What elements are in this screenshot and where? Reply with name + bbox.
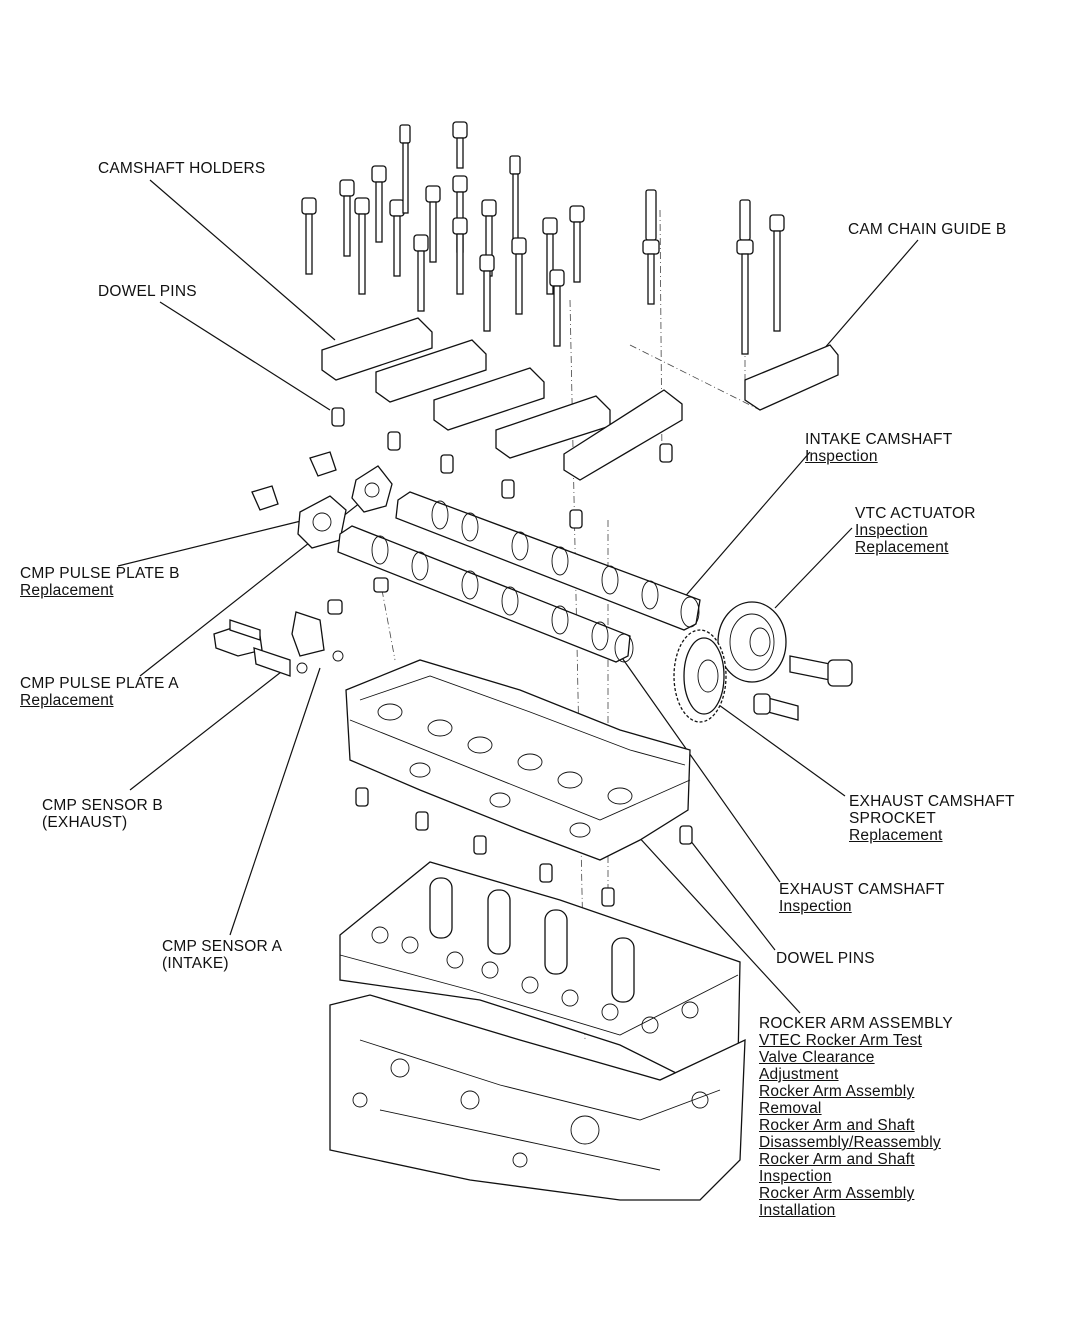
cmp-sensor-b-line-1: CMP SENSOR B [42,797,163,814]
label-intake-camshaft: INTAKE CAMSHAFT Inspection [805,431,952,465]
label-dowel-pins-top: DOWEL PINS [98,283,197,300]
intake-camshaft-title: INTAKE CAMSHAFT [805,431,953,448]
dowel-pins [331,407,693,907]
dowel-pins-title: DOWEL PINS [98,283,197,300]
rocker-arm-shaft-disassembly-link-1[interactable]: Rocker Arm and Shaft [759,1117,915,1134]
vtc-actuator [717,601,853,687]
exhaust-camshaft-title: EXHAUST CAMSHAFT [779,881,945,898]
label-cmp-sensor-b: CMP SENSOR B (EXHAUST) [42,797,163,831]
intake-camshaft-inspection-link[interactable]: Inspection [805,448,878,465]
label-exhaust-camshaft-sprocket: EXHAUST CAMSHAFT SPROCKET Replacement [849,793,1015,844]
exhaust-camshaft-sprocket-replacement-link[interactable]: Replacement [849,827,943,844]
rocker-arm-shaft-inspection-link-2[interactable]: Inspection [759,1168,832,1185]
cmp-pulse-plate-b-title: CMP PULSE PLATE B [20,565,180,582]
label-dowel-pins-bottom: DOWEL PINS [776,950,875,967]
rocker-arm-assembly-removal-link-2[interactable]: Removal [759,1100,822,1117]
camshaft-holders-title: CAMSHAFT HOLDERS [98,160,266,177]
rocker-arm-assembly-installation-link-1[interactable]: Rocker Arm Assembly [759,1185,915,1202]
cmp-sensor-a-line-2: (INTAKE) [162,955,229,972]
cmp-pulse-plate-a-title: CMP PULSE PLATE A [20,675,179,692]
rocker-arm-assembly [345,659,691,861]
cam-chain-guide-b [744,344,839,411]
dowel-pins-bottom-title: DOWEL PINS [776,950,875,967]
cmp-sensor-b-line-2: (EXHAUST) [42,814,128,831]
rocker-arm-shaft-disassembly-link-2[interactable]: Disassembly/Reassembly [759,1134,941,1151]
vtec-rocker-arm-test-link[interactable]: VTEC Rocker Arm Test [759,1032,923,1049]
exhaust-camshaft [337,525,634,663]
cylinder-head [339,861,741,1086]
rocker-arm-shaft-inspection-link-1[interactable]: Rocker Arm and Shaft [759,1151,915,1168]
cmp-sensors [213,577,389,677]
vtc-actuator-inspection-link[interactable]: Inspection [855,522,928,539]
camshaft-holder-bolts [301,121,785,355]
cam-chain-guide-b-title: CAM CHAIN GUIDE B [848,221,1007,238]
engine-block [329,994,746,1201]
leader-lines [117,179,919,1014]
vtc-actuator-title: VTC ACTUATOR [855,505,976,522]
camshaft-holders [321,317,683,481]
exhaust-camshaft-sprocket-line-2: SPROCKET [849,810,936,827]
valve-clearance-link[interactable]: Valve Clearance [759,1049,875,1066]
exhaust-camshaft-inspection-link[interactable]: Inspection [779,898,852,915]
label-cmp-pulse-plate-b: CMP PULSE PLATE B Replacement [20,565,180,599]
exhaust-camshaft-sprocket-line-1: EXHAUST CAMSHAFT [849,793,1015,810]
exhaust-camshaft-sprocket [673,629,799,723]
label-camshaft-holders: CAMSHAFT HOLDERS [98,160,265,177]
rocker-arm-assembly-title: ROCKER ARM ASSEMBLY [759,1015,953,1032]
cmp-pulse-plate-b-replacement-link[interactable]: Replacement [20,582,114,599]
label-cmp-sensor-a: CMP SENSOR A (INTAKE) [162,938,282,972]
label-cam-chain-guide-b: CAM CHAIN GUIDE B [848,221,1006,238]
valve-clearance-adjustment-link[interactable]: Adjustment [759,1066,839,1083]
cmp-sensor-a-line-1: CMP SENSOR A [162,938,283,955]
rocker-arm-assembly-removal-link-1[interactable]: Rocker Arm Assembly [759,1083,915,1100]
label-cmp-pulse-plate-a: CMP PULSE PLATE A Replacement [20,675,179,709]
rocker-arm-assembly-installation-link-2[interactable]: Installation [759,1202,836,1219]
label-exhaust-camshaft: EXHAUST CAMSHAFT Inspection [779,881,945,915]
label-rocker-arm-assembly: ROCKER ARM ASSEMBLY VTEC Rocker Arm Test… [759,1015,953,1219]
intake-camshaft [395,491,701,631]
cmp-pulse-plates [251,451,393,549]
label-vtc-actuator: VTC ACTUATOR Inspection Replacement [855,505,976,556]
vtc-actuator-replacement-link[interactable]: Replacement [855,539,949,556]
cmp-pulse-plate-a-replacement-link[interactable]: Replacement [20,692,114,709]
